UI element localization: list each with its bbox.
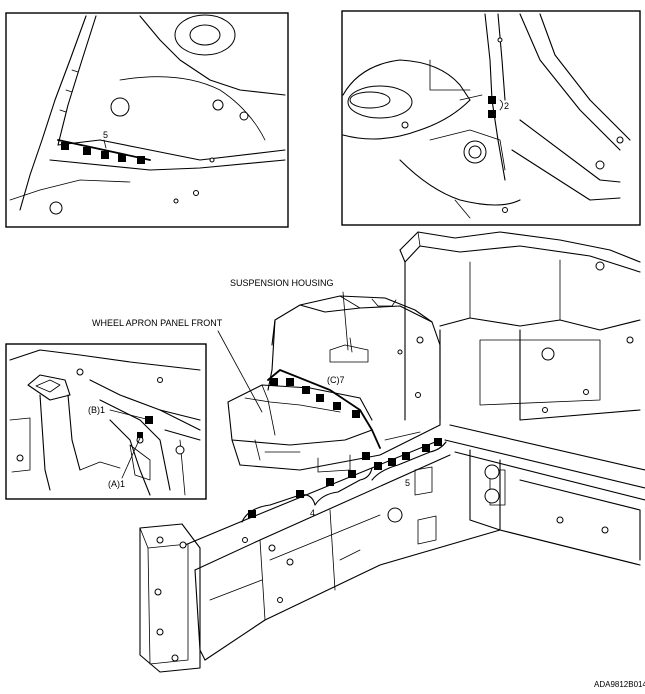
spot-weld <box>137 432 143 438</box>
spot-weld <box>118 154 126 162</box>
inset-top-left-count-label: 5 <box>103 130 108 140</box>
spot-welds-main <box>248 378 442 518</box>
weld-group-5-label: 5 <box>405 478 410 488</box>
suspension-housing-label: SUSPENSION HOUSING <box>230 278 334 288</box>
spot-weld <box>488 96 496 104</box>
spot-weld <box>374 462 382 470</box>
spot-weld <box>302 386 310 394</box>
spot-weld <box>316 394 324 402</box>
spot-weld <box>248 510 256 518</box>
inset-top-left <box>5 12 289 228</box>
weld-group-4-label: 4 <box>310 508 315 518</box>
spot-weld <box>402 452 410 460</box>
wheel-apron-panel-front-label: WHEEL APRON PANEL FRONT <box>92 318 223 328</box>
spot-weld <box>326 478 334 486</box>
spot-weld <box>61 142 69 150</box>
inset-top-right-count-label: 2 <box>504 101 509 111</box>
inset-bottom-left <box>5 343 207 500</box>
spot-weld <box>488 110 496 118</box>
figure-code: ADA9812B014 <box>594 680 645 689</box>
spot-weld <box>388 458 396 466</box>
spot-weld <box>352 410 360 418</box>
spot-weld <box>145 416 153 424</box>
spot-weld <box>83 147 91 155</box>
weld-group-c-label: (C)7 <box>327 375 345 385</box>
spot-weld <box>270 378 278 386</box>
weld-group-a-label: (A)1 <box>108 479 125 489</box>
inset-top-right <box>341 10 641 226</box>
weld-group-b-label: (B)1 <box>88 405 105 415</box>
spot-weld <box>137 156 145 164</box>
spot-weld <box>333 402 341 410</box>
spot-weld <box>422 444 430 452</box>
main-illustration <box>139 231 645 673</box>
spot-weld <box>296 490 304 498</box>
spot-weld <box>286 378 294 386</box>
spot-weld <box>434 438 442 446</box>
spot-weld <box>101 151 109 159</box>
spot-weld <box>362 452 370 460</box>
spot-weld <box>348 470 356 478</box>
